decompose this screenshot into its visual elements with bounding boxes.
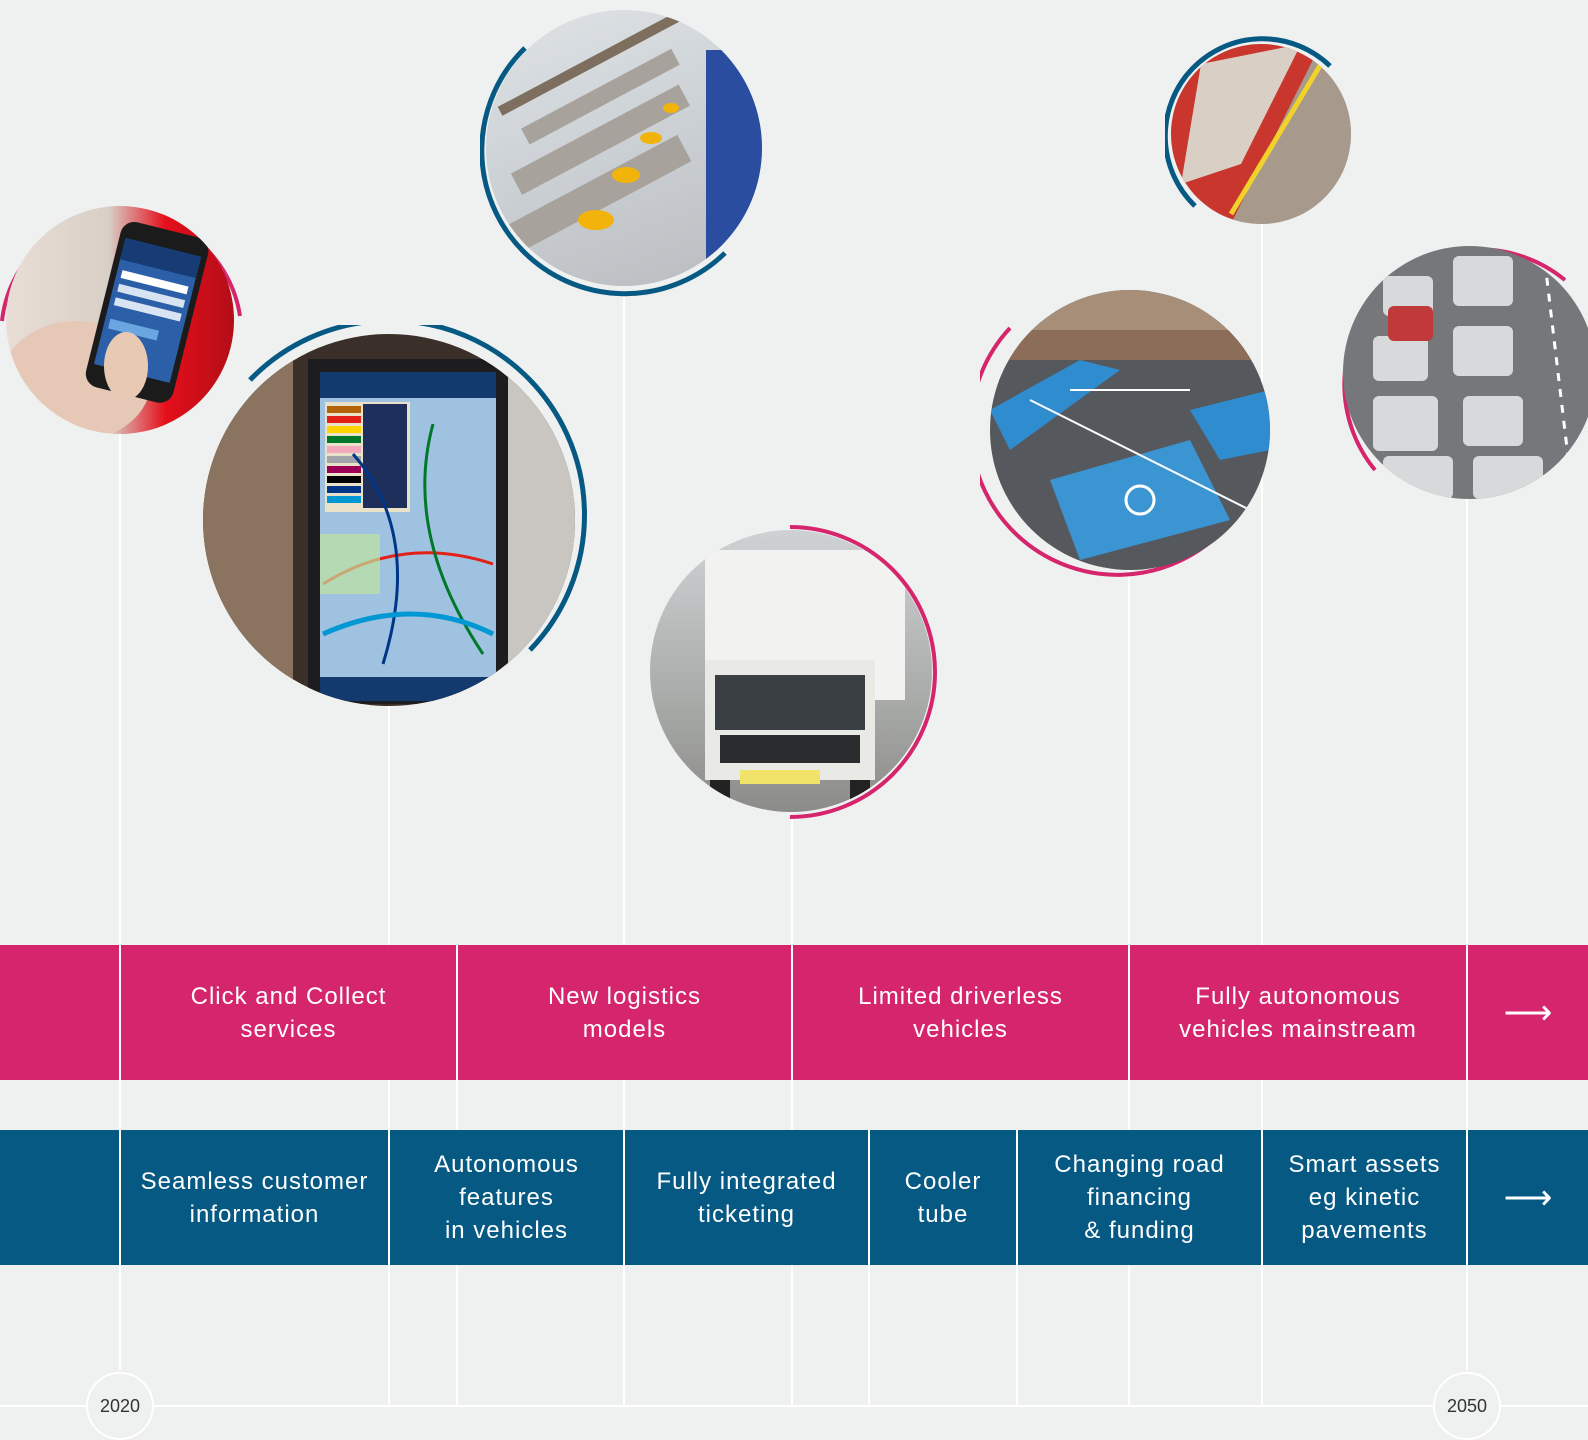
photo-ring-accent	[789, 525, 937, 819]
blue-row-divider	[388, 1130, 390, 1265]
photo-network-status-display	[203, 334, 575, 706]
blue-item-cooler-tube: Cooler tube	[904, 1167, 982, 1228]
photo-ring-accent	[1165, 36, 1332, 208]
blue-item-autonomous-features: Autonomous features in vehicles	[434, 1151, 579, 1244]
blue-row-divider	[868, 1130, 870, 1265]
blue-row-divider	[1466, 1130, 1468, 1265]
photo-underground-train-platform	[1171, 44, 1351, 224]
photo-smartphone-journey-planner	[6, 206, 234, 434]
pink-item-click-and-collect: Click and Collect services	[190, 982, 387, 1043]
pink-row-divider	[791, 945, 793, 1080]
timeline-line-tube	[1261, 222, 1263, 1405]
blue-item-smart-assets: Smart assets eg kinetic pavements	[1288, 1151, 1441, 1244]
right-arrow-icon: ⟶	[1503, 1178, 1553, 1217]
pink-row-divider	[1466, 945, 1468, 1080]
timeline-line-ticketing	[623, 293, 625, 1405]
blue-row-divider	[119, 1130, 121, 1265]
photo-white-delivery-van	[650, 530, 932, 812]
timeline-line-mid2	[868, 1265, 870, 1405]
smartphone-icon	[6, 221, 209, 434]
blue-item-seamless-info: Seamless customer information	[140, 1167, 369, 1228]
photo-cycle-superhighway-junction	[990, 290, 1270, 570]
timeline-line-mid3	[1016, 1265, 1018, 1405]
pink-item-new-logistics: New logistics models	[547, 982, 702, 1043]
blue-item-road-financing: Changing road financing & funding	[1054, 1151, 1225, 1244]
blue-row-divider	[1261, 1130, 1263, 1265]
timeline-baseline	[0, 1405, 1588, 1407]
pink-row-divider	[1128, 945, 1130, 1080]
year-marker-end: 2050	[1433, 1372, 1501, 1440]
timeline-line-2020	[119, 430, 121, 1370]
pink-item-limited-driverless: Limited driverless vehicles	[858, 982, 1063, 1043]
pink-row-divider	[119, 945, 121, 1080]
blue-row-divider	[1016, 1130, 1018, 1265]
photo-ring-accent	[480, 46, 727, 297]
right-arrow-icon: ⟶	[1503, 993, 1553, 1032]
timeline-line-2050	[1466, 490, 1468, 1370]
blue-row-divider	[623, 1130, 625, 1265]
timeline-line-logistics	[791, 815, 793, 1405]
year-marker-start: 2020	[86, 1372, 154, 1440]
photo-congested-road-traffic	[1343, 246, 1588, 499]
blue-item-integrated-ticketing: Fully integrated ticketing	[656, 1167, 837, 1228]
pink-row-divider	[456, 945, 458, 1080]
pink-row: Click and Collect services New logistics…	[0, 945, 1588, 1080]
pink-item-fully-autonomous: Fully autonomous vehicles mainstream	[1179, 982, 1417, 1043]
photo-ticket-barriers	[486, 10, 762, 286]
photo-ring-accent	[980, 326, 1227, 577]
blue-row: Seamless customer information Autonomous…	[0, 1130, 1588, 1265]
photo-ring-accent	[248, 325, 587, 652]
